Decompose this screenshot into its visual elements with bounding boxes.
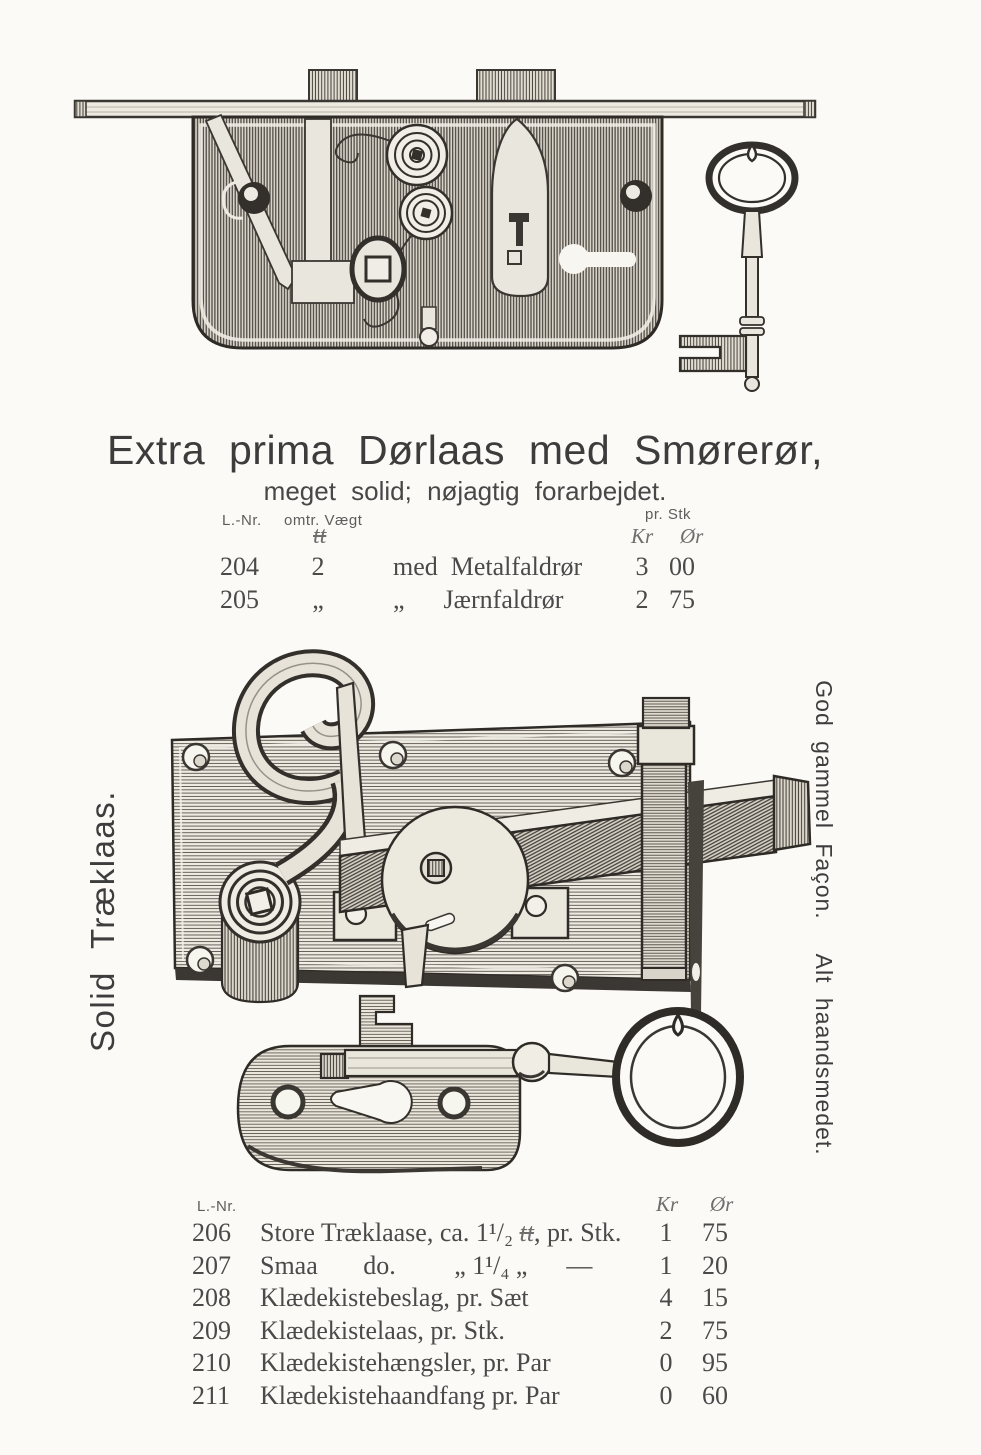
item-description: Klædekistehaandfang pr. Par xyxy=(260,1381,560,1411)
key-bow-icon xyxy=(612,1007,744,1147)
faceplate-tabs xyxy=(308,69,556,103)
item-description: Smaa do. „ 1¹/₄ „ — xyxy=(260,1251,592,1281)
price-kroner: 2 xyxy=(635,584,649,614)
price-ore: 20 xyxy=(702,1250,728,1280)
item-description: Store Træklaase, ca. 1¹/₂ tt, pr. Stk. xyxy=(260,1218,621,1248)
table2-header-kroner: Kr xyxy=(656,1192,679,1216)
table1-header-lnr: L.-Nr. xyxy=(222,512,262,529)
item-weight: „ xyxy=(312,584,324,614)
price-ore: 95 xyxy=(702,1348,728,1377)
text-segment: Klædekistehængsler, pr. Par xyxy=(260,1348,551,1377)
text-segment: Klædekistebeslag, pr. Sæt xyxy=(260,1283,529,1312)
table1-header-price: pr. Stk xyxy=(645,506,692,523)
item-description: Klædekistebeslag, pr. Sæt xyxy=(260,1283,529,1313)
price-ore: 75 xyxy=(669,584,695,614)
page-title: Extra prima Dørlaas med Smørerør, xyxy=(106,427,824,473)
leaf-spring xyxy=(232,649,376,886)
price-ore: 75 xyxy=(702,1315,728,1345)
key-icon xyxy=(678,141,799,392)
text-segment: Klædekistehaandfang pr. Par xyxy=(260,1380,560,1410)
text-segment: Klædekistelaas, pr. Stk. xyxy=(260,1315,505,1345)
price-kroner: 1 xyxy=(659,1218,673,1247)
price-kroner: 3 xyxy=(635,552,649,581)
table-row: 207 Smaa do. „ 1¹/₄ „ — 1 20 xyxy=(0,1251,981,1284)
table-row: 205 „ „ Jærnfaldrør 2 75 xyxy=(0,585,981,618)
door-lock-illustration xyxy=(73,69,817,392)
text-segment: , pr. Stk. xyxy=(533,1218,622,1247)
item-description: Klædekistehængsler, pr. Par xyxy=(260,1348,551,1378)
table1-header-kroner: Kr xyxy=(631,524,654,548)
table1-header-ore: Ør xyxy=(680,524,704,548)
spiral-spring xyxy=(398,185,454,241)
item-number: 209 xyxy=(192,1315,231,1345)
item-number: 207 xyxy=(192,1250,231,1280)
screw-boss xyxy=(221,179,270,220)
price-kroner: 4 xyxy=(659,1283,673,1312)
item-description: med Metalfaldrør xyxy=(393,552,582,582)
item-number: 206 xyxy=(192,1218,231,1247)
coil-spring xyxy=(218,860,302,1004)
text-segment: med Metalfaldrør xyxy=(393,552,583,581)
item-number: 205 xyxy=(220,584,259,614)
side-label-right-top: God gammel Façon. xyxy=(811,680,837,920)
spiral-spring xyxy=(385,123,449,187)
price-ore: 75 xyxy=(702,1218,728,1247)
escutcheon-lock xyxy=(236,994,620,1174)
table-row: 206 Store Træklaase, ca. 1¹/₂ tt, pr. Stk… xyxy=(0,1218,981,1251)
screw-boss xyxy=(620,180,652,212)
pound-symbol: tt xyxy=(519,1218,534,1247)
item-number: 210 xyxy=(192,1348,231,1377)
table-row: 210 Klædekistehængsler, pr. Par 0 95 xyxy=(0,1348,981,1381)
item-number: 208 xyxy=(192,1283,231,1312)
screw-hole xyxy=(181,740,637,993)
item-description: Klædekistelaas, pr. Stk. xyxy=(260,1316,505,1346)
table1-header-weight: omtr. Vægt xyxy=(284,512,363,529)
item-weight: 2 xyxy=(311,552,325,581)
cam-disc xyxy=(380,805,530,989)
item-description: „ Jærnfaldrør xyxy=(393,585,563,615)
price-kroner: 0 xyxy=(659,1380,673,1410)
price-kroner: 0 xyxy=(659,1348,673,1377)
side-label-right-bottom: Alt haandsmedet. xyxy=(811,953,837,1156)
table-row: 204 2 med Metalfaldrør 3 00 xyxy=(0,552,981,585)
rim-lock-illustration xyxy=(170,649,812,1174)
table2-header-lnr: L.-Nr. xyxy=(197,1198,237,1215)
table-row: 211 Klædekistehaandfang pr. Par 0 60 xyxy=(0,1381,981,1414)
pound-symbol: tt xyxy=(313,523,327,549)
table-row: 208 Klædekistebeslag, pr. Sæt 4 15 xyxy=(0,1283,981,1316)
item-number: 211 xyxy=(192,1380,231,1410)
table-row: 209 Klædekistelaas, pr. Stk. 2 75 xyxy=(0,1316,981,1349)
lock-body xyxy=(191,113,664,350)
slide-strap xyxy=(636,696,704,1040)
page-subtitle: meget solid; nøjagtig forarbejdet. xyxy=(263,476,667,506)
price-ore: 60 xyxy=(702,1380,728,1410)
lock-faceplate xyxy=(73,99,817,119)
price-table-top: 204 2 med Metalfaldrør 3 00 205 „ „ Jærnfaldrør… xyxy=(0,552,981,617)
side-label-left: Solid Træklaas. xyxy=(84,790,121,1052)
item-number: 204 xyxy=(220,552,259,581)
price-ore: 15 xyxy=(702,1283,728,1312)
side-label-right: God gammel Façon. Alt haandsmedet. xyxy=(807,660,837,1176)
price-table-bottom: 206 Store Træklaase, ca. 1¹/₂ tt, pr. Stk… xyxy=(0,1218,981,1413)
text-segment: Store Træklaase, ca. 1¹/₂ xyxy=(260,1218,520,1247)
text-segment: „ Jærnfaldrør xyxy=(393,584,564,614)
table2-header-ore: Ør xyxy=(710,1192,734,1216)
text-segment: Smaa do. „ 1¹/₄ „ — xyxy=(260,1250,593,1280)
price-kroner: 1 xyxy=(659,1250,673,1280)
price-ore: 00 xyxy=(669,552,695,581)
price-kroner: 2 xyxy=(659,1315,673,1345)
